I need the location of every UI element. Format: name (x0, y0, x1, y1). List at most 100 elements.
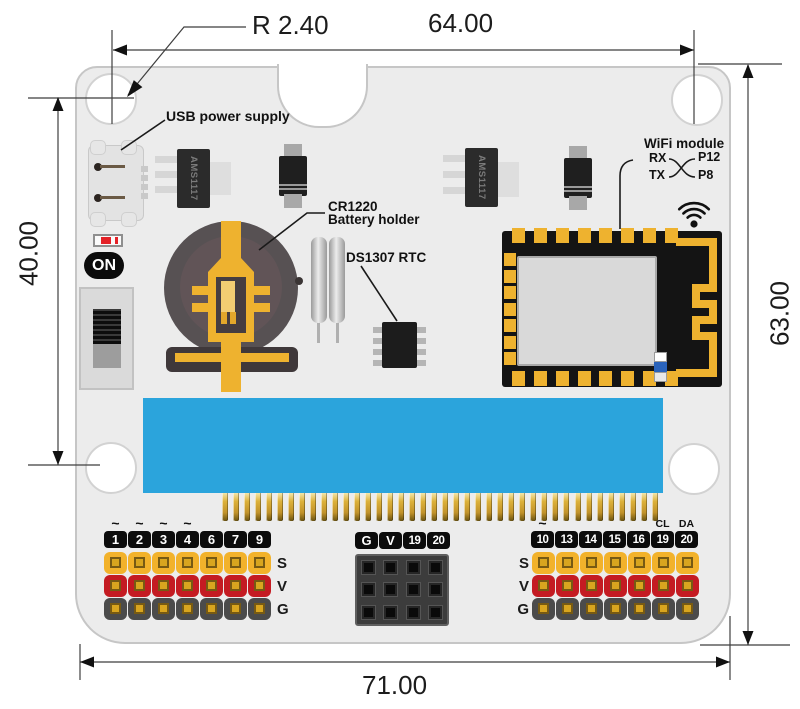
wifi-pad (621, 228, 635, 243)
dimension-corner-radius: R 2.40 (252, 10, 329, 40)
dimension-left-height: 40.00 (13, 220, 44, 287)
wifi-pad (664, 228, 678, 243)
pin-row-G: G (104, 598, 293, 620)
wifi-pads-top (512, 228, 678, 243)
pin-row-S: S (104, 552, 293, 574)
pin-hole (182, 557, 193, 568)
edge-pin (585, 493, 592, 521)
rtc-leg (373, 360, 382, 366)
usb-contact (94, 163, 102, 171)
edge-pin (618, 493, 625, 521)
usb-contact-pin (100, 196, 125, 199)
pin-hole (658, 557, 669, 568)
diode-2 (564, 158, 592, 198)
pin-s (248, 552, 271, 574)
regulator-leg (155, 156, 177, 163)
pin-badge-16: 16 (627, 531, 650, 548)
edge-pin (596, 493, 603, 521)
power-switch-knob-base (93, 344, 121, 368)
pin-hole (110, 603, 121, 614)
regulator-leg (443, 155, 465, 162)
socket-hole (383, 559, 399, 575)
edge-pin (365, 493, 372, 521)
pwm-mark-~: ~ (159, 515, 168, 531)
usb-contact (94, 194, 102, 202)
pin-hole (110, 580, 121, 591)
edge-pin (574, 493, 581, 521)
edge-pin (530, 493, 537, 521)
crystal-oscillator (311, 237, 327, 323)
diode-stripe (279, 184, 307, 186)
pin-v (176, 575, 199, 597)
pin-hole (158, 557, 169, 568)
pin-s (200, 552, 223, 574)
diode-tab (284, 194, 302, 208)
wifi-pad (643, 228, 657, 243)
pin-hole (658, 603, 669, 614)
pin-g (128, 598, 151, 620)
pin-s (628, 552, 651, 574)
pin-hole (586, 580, 597, 591)
diode-1 (279, 156, 307, 196)
edge-pin (266, 493, 273, 521)
pin-hole (158, 603, 169, 614)
pin-badge-1: 1 (104, 531, 127, 548)
pin-hole (634, 603, 645, 614)
pin-v (200, 575, 223, 597)
edge-pin (420, 493, 427, 521)
wifi-pad (504, 253, 516, 266)
pwm-mark-~: ~ (183, 515, 192, 531)
edge-pin (486, 493, 493, 521)
module-led (654, 372, 667, 382)
pin-hole (254, 603, 265, 614)
socket-hole (428, 582, 444, 598)
row-label-V: V (518, 577, 529, 595)
edge-pin (607, 493, 614, 521)
pin-badge-3: 3 (152, 531, 175, 548)
battery-label-line2: Battery holder (328, 212, 420, 227)
pin-g (176, 598, 199, 620)
pin-s (580, 552, 603, 574)
edge-pin (354, 493, 361, 521)
power-switch-knob (93, 309, 121, 344)
pin-v (604, 575, 627, 597)
wifi-pad (533, 371, 547, 386)
regulator-leg (155, 186, 177, 193)
pin-v (676, 575, 699, 597)
pin-mark-blank (627, 519, 650, 530)
pin-hole (134, 557, 145, 568)
pin-hole (658, 580, 669, 591)
mounting-hole-bottom-left (85, 442, 137, 494)
wifi-pad (504, 302, 516, 316)
socket-hole (360, 582, 376, 598)
pin-hole (682, 557, 693, 568)
pin-g (152, 598, 175, 620)
dimension-right-height: 63.00 (764, 280, 795, 347)
usb-tab (121, 212, 137, 227)
pin-badge-13: 13 (555, 531, 578, 548)
pin-hole (134, 603, 145, 614)
pin-hole (254, 557, 265, 568)
pwm-mark-~: ~ (135, 515, 144, 531)
row-label-G: G (517, 600, 529, 618)
wifi-p8-label: P8 (698, 168, 714, 182)
wifi-pad (599, 371, 613, 386)
wifi-module-label: WiFi module (644, 136, 725, 151)
wifi-p12-label: P12 (698, 150, 721, 164)
usb-pin (141, 184, 148, 190)
pin-hole (182, 603, 193, 614)
rtc-leg (373, 349, 382, 355)
on-label: ON (84, 252, 124, 279)
micro-usb-connector (88, 145, 144, 221)
pin-g (248, 598, 271, 620)
pin-v (128, 575, 151, 597)
pin-mark-CL: CL (655, 518, 670, 530)
pin-s (604, 552, 627, 574)
microbit-edge-connector (143, 398, 663, 493)
pin-v (580, 575, 603, 597)
